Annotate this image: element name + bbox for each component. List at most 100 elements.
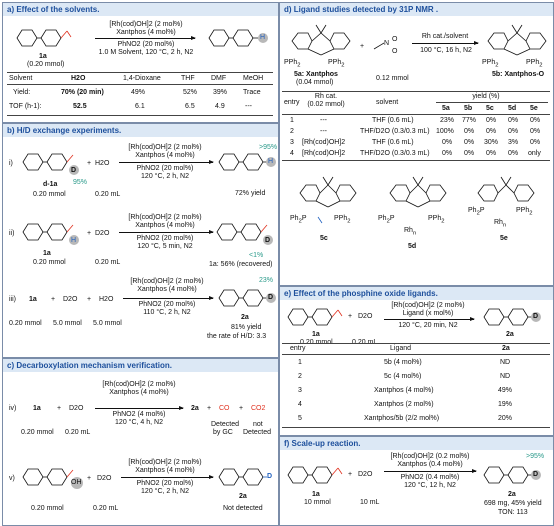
table-d-subh-5c: 5c <box>486 105 494 112</box>
exp-ii-substrate: 1a <box>43 250 51 257</box>
ligand-5a-label: 5a: Xantphos <box>294 71 338 78</box>
tof-row-label: TOF (h-1): <box>9 103 42 110</box>
exp-i-number: i) <box>9 160 13 167</box>
table-d-cell: 0% <box>530 117 541 124</box>
ligand-5e-structure <box>477 176 535 202</box>
exp-iv-plus: + <box>57 405 62 412</box>
exp-v-plus: + <box>87 475 92 482</box>
exp-iv-cond-4: 120 °C, 4 h, N2 <box>115 419 163 426</box>
exp-iv-substrate: 1a <box>33 405 41 412</box>
table-d-subh-5e: 5e <box>530 105 538 112</box>
table-d-cell: 77% <box>462 117 477 124</box>
table-e-cell: Xantphos (4 mol%) <box>374 387 434 394</box>
yield-dmf: 39% <box>213 89 228 96</box>
yield-dioxane: 49% <box>131 89 146 96</box>
exp-ii-cond-3: PhNO2 (20 mol%) <box>136 235 194 242</box>
exp-i-cond-4: 120 °C, 2 h, N2 <box>141 173 189 180</box>
panel-f-product: 2a <box>508 491 516 498</box>
panel-e-cond-1: [Rh(cod)OH]2 (2 mol%) <box>391 302 465 309</box>
panel-f-cond-3: PhNO2 (0.4 mol%) <box>400 474 460 481</box>
exp-i-amount-1: 0.20 mmol <box>33 191 66 198</box>
table-d-cell: 0% <box>442 139 453 146</box>
panel-a-solvents: a) Effect of the solvents. 1a (0.20 mmol… <box>2 2 279 123</box>
exp-iii-cond-2: Xantphos (4 mol%) <box>137 286 197 293</box>
table-e-cell: Xantphos/5b (2/2 mol%) <box>364 415 440 422</box>
exp-iii-reagent-2: H2O <box>99 296 114 303</box>
panel-e-product-structure <box>483 308 541 326</box>
exp-iii-amount-3: 5.0 mmol <box>93 320 122 327</box>
exp-iv-reagent: D2O <box>69 405 84 412</box>
exp-ii-reagent: D2O <box>95 230 110 237</box>
yield-thf: 52% <box>183 89 198 96</box>
exp-iv-product: 2a <box>191 405 199 412</box>
exp-iii-d-label: D <box>268 294 274 301</box>
solvent-header-1: H2O <box>71 75 86 82</box>
panel-c-title: c) Decarboxylation mechanism verificatio… <box>3 359 278 372</box>
exp-iv-cond-1: [Rh(cod)OH]2 (2 mol%) <box>102 381 176 388</box>
solvent-header-2: 1,4-Dioxane <box>123 75 161 82</box>
exp-iv-arrow <box>95 406 184 410</box>
biphenyl-product-structure <box>208 29 268 47</box>
panel-f-reagent: D2O <box>358 471 373 478</box>
table-d-cell: 0% <box>464 150 475 157</box>
solvent-header-0: Solvent <box>9 75 33 82</box>
xantphos-o-pph2-right: PPh2 <box>526 59 543 69</box>
svg-text:O: O <box>392 48 398 55</box>
exp-iii-percent: 23% <box>259 277 274 284</box>
exp-iii-yield-2: the rate of H/D: 3.3 <box>207 333 267 340</box>
exp-v-amount-1: 0.20 mmol <box>31 505 64 512</box>
ligand-5d-pph2: PPh2 <box>428 215 445 225</box>
exp-ii-plus: + <box>87 230 92 237</box>
exp-iv-plus-2: + <box>207 405 212 412</box>
panel-f-d-label: D <box>533 471 539 478</box>
panel-f-yield-2: TON: 113 <box>498 509 528 516</box>
panel-e-cond-2: Ligand (x mol%) <box>402 310 454 317</box>
ligand-5c-structure <box>299 176 357 224</box>
exp-v-d-label: D <box>267 473 273 480</box>
substrate-amount: (0.20 mmol) <box>27 61 65 68</box>
panel-f-arrow <box>384 469 477 473</box>
ligand-5e-label: 5e <box>500 235 508 242</box>
yield-meoh: Trace <box>243 89 261 96</box>
exp-i-arrow <box>119 160 214 164</box>
ligand-5b-label: 5b: Xantphos-O <box>492 71 545 78</box>
product-h-label: H <box>260 34 266 41</box>
exp-i-reagent: H2O <box>95 160 110 167</box>
panel-e-phosphine-oxide: e) Effect of the phosphine oxide ligands… <box>279 286 554 436</box>
panel-e-arrow <box>384 317 475 321</box>
exp-iii-cond-4: 110 °C, 2 h, N2 <box>143 309 191 316</box>
ligand-5e-ph2p: Ph2P <box>468 207 485 217</box>
table-e-cell: 5c (4 mol%) <box>384 373 422 380</box>
xantphos-pph2-right: PPh2 <box>328 59 345 69</box>
panel-f-cond-4: 120 °C, 12 h, N2 <box>404 482 456 489</box>
exp-ii-aldehyde-structure <box>22 223 79 245</box>
xantphos-o-pph2-left: PPh2 <box>482 59 499 69</box>
ligand-5e-rh: Rhn <box>494 219 507 229</box>
exp-iv-note-1b: by GC <box>213 429 233 436</box>
table-d-cell: THF/D2O (0.3/0.3 mL) <box>360 128 430 135</box>
table-e-cell: 3 <box>298 387 302 394</box>
table-e-cell: 19% <box>498 401 513 408</box>
exp-v-amount-2: 0.20 mL <box>93 505 119 512</box>
exp-iv-co: CO <box>219 405 230 412</box>
panel-e-amount-1: 0.20 mmol <box>300 339 333 346</box>
table-d-cell: 0% <box>508 150 519 157</box>
exp-v-cond-4: 120 °C, 2 h, N2 <box>141 488 189 495</box>
condition-line-2: Xantphos (4 mol%) <box>116 29 176 36</box>
panel-e-cond-3: 120 °C, 20 min, N2 <box>398 322 458 329</box>
ligand-5d-ph2p: Ph2P <box>378 215 395 225</box>
exp-i-product-h: H <box>268 158 274 165</box>
exp-iii-product-structure <box>218 289 276 307</box>
exp-iv-note-2b: Detected <box>243 429 272 436</box>
table-d-cell: 100% <box>436 128 454 135</box>
table-d-cell: 0% <box>486 128 497 135</box>
svg-text:N: N <box>384 40 389 47</box>
exp-i-substrate: d-1a <box>43 181 58 188</box>
table-d-cell: 0% <box>486 150 497 157</box>
table-d-cell: only <box>528 150 541 157</box>
panel-f-substrate: 1a <box>312 491 320 498</box>
table-d-cell: 0% <box>486 117 497 124</box>
exp-i-d-percent: 95% <box>73 179 88 186</box>
exp-ii-cond-1: [Rh(cod)OH]2 (2 mol%) <box>128 214 202 221</box>
nitro-amount: 0.12 mmol <box>376 75 409 82</box>
